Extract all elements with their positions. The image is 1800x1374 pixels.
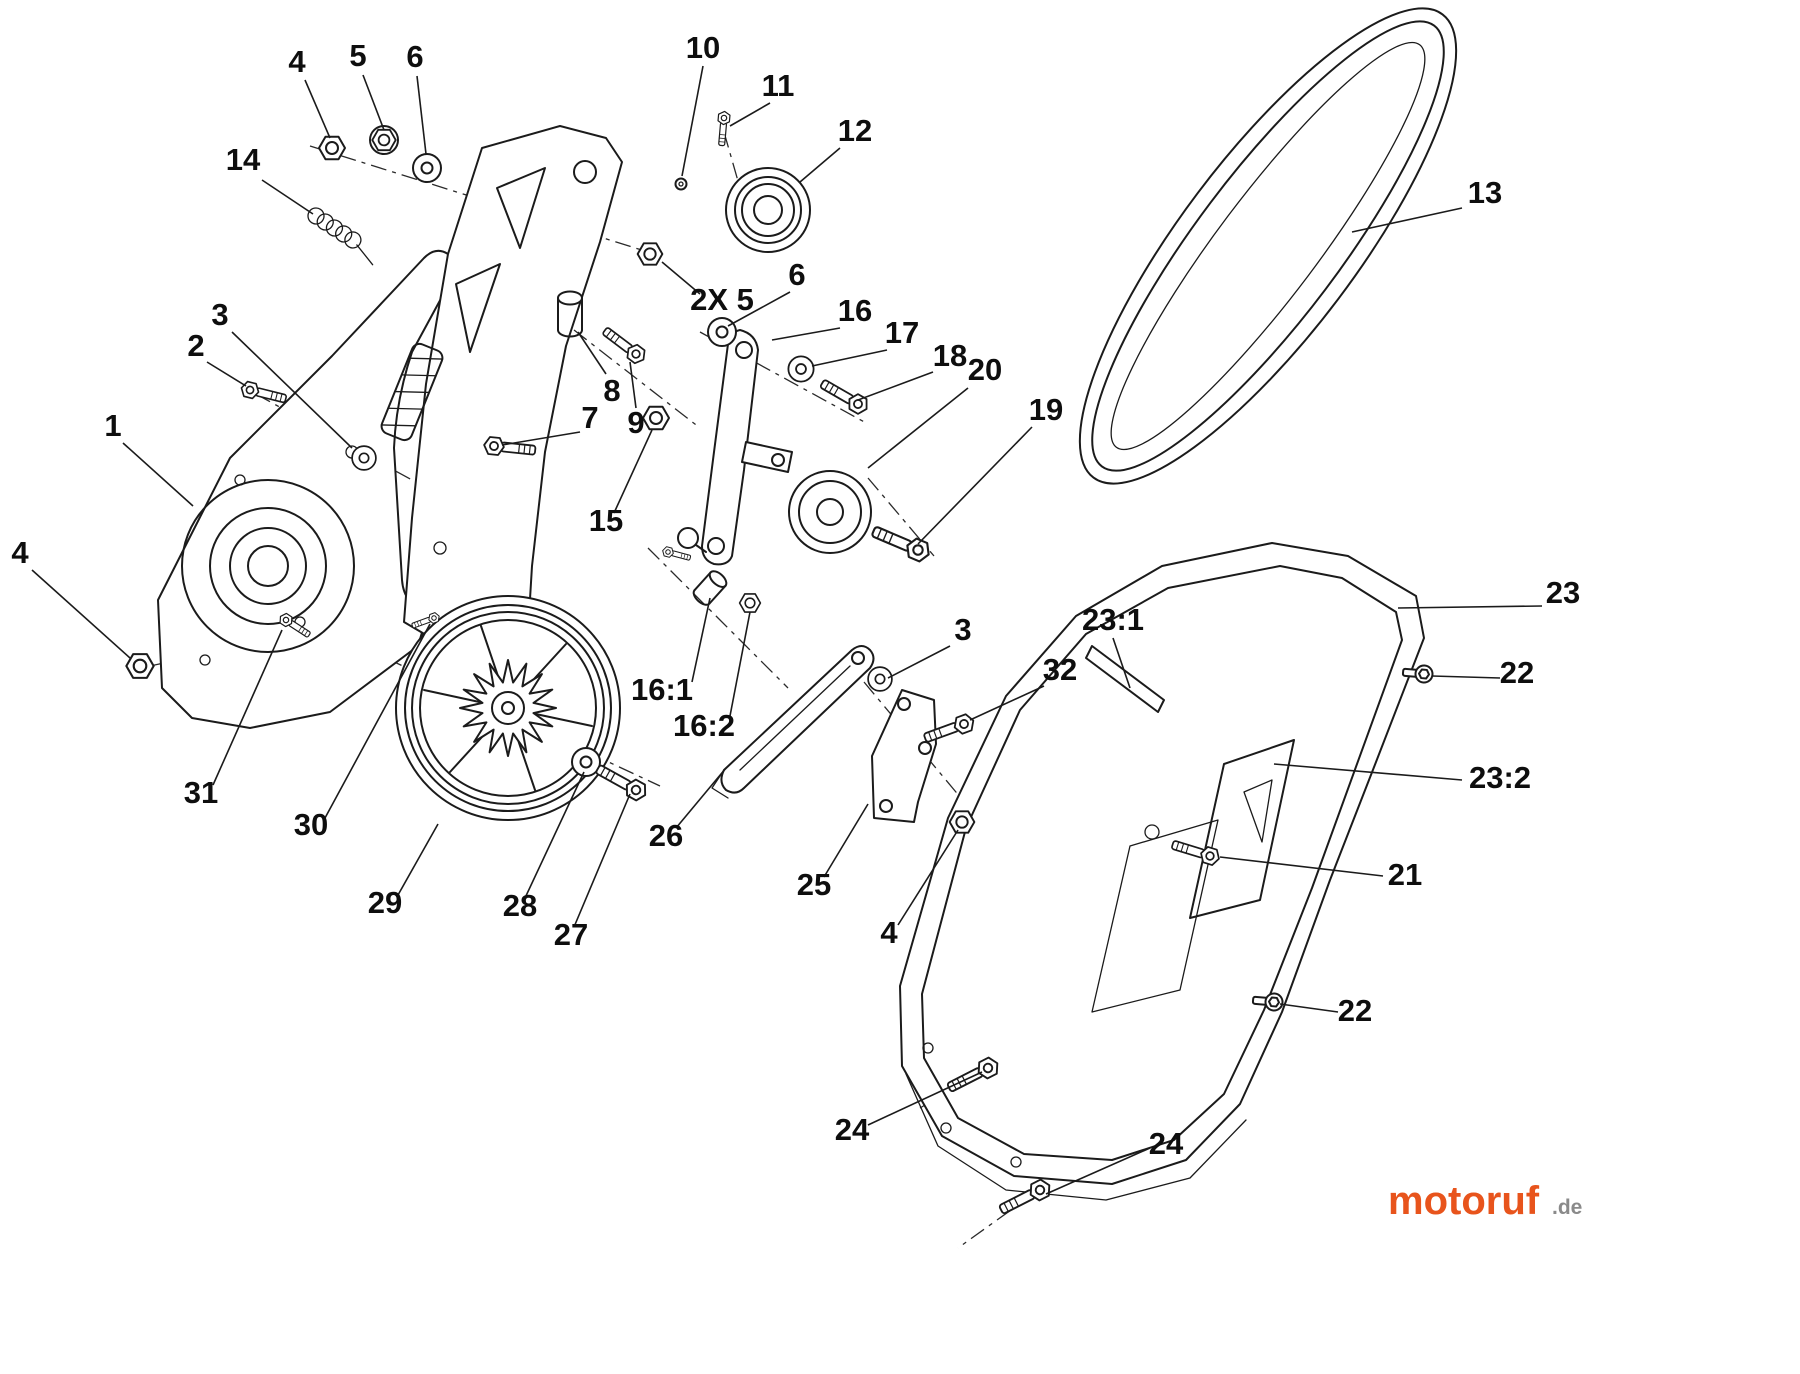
callout-label: 2: [187, 328, 204, 363]
left-housing-plate: [157, 249, 456, 729]
pulley-bolt: [715, 110, 731, 147]
drive-wheel: [395, 595, 621, 821]
callout-label: 19: [1029, 392, 1063, 427]
callout-label: 17: [885, 315, 919, 350]
right-cover: [899, 542, 1425, 1201]
engine-pulley: [725, 167, 811, 253]
frame-label-pad: [380, 342, 444, 442]
washer-17: [787, 355, 815, 383]
callout-label: 29: [368, 885, 402, 920]
callout-label: 16: [838, 293, 872, 328]
callout-label: 23: [1546, 575, 1580, 610]
washer-6-top: [412, 153, 442, 183]
callout-label: 13: [1468, 175, 1502, 210]
frame-bracket: [380, 125, 623, 643]
watermark-tld: .de: [1552, 1196, 1582, 1219]
callout-label: 24: [1149, 1126, 1184, 1161]
callout-label: 16:1: [631, 672, 693, 707]
spacer-16-1: [692, 570, 728, 606]
bolt-9: [599, 323, 650, 367]
callout-label: 28: [503, 888, 537, 923]
callout-label: 30: [294, 807, 328, 842]
callout-label: 14: [226, 142, 261, 177]
idler-arm-assembly: [677, 329, 872, 566]
mount-bracket: [871, 689, 937, 823]
callout-label: 5: [349, 38, 366, 73]
bolt-27: [592, 759, 651, 804]
callout-label: 15: [589, 503, 623, 538]
callout-label: 6: [788, 257, 805, 292]
callout-label: 32: [1043, 652, 1077, 687]
leader-lines: [31, 65, 1543, 1195]
callout-label: 31: [184, 775, 218, 810]
callout-label: 1: [104, 408, 121, 443]
nut-2x5: [636, 242, 664, 266]
callout-label: 26: [649, 818, 683, 853]
nut-4-top: [318, 135, 346, 161]
cover-lower-decal: [1091, 819, 1219, 1013]
callout-label: 22: [1338, 993, 1372, 1028]
cover-strip: [1085, 645, 1165, 713]
callout-label: 21: [1388, 857, 1422, 892]
callout-label: 10: [686, 30, 720, 65]
watermark: motoruf .de: [1388, 1179, 1582, 1223]
callout-label: 12: [838, 113, 872, 148]
callout-label: 23:2: [1469, 760, 1531, 795]
nut-4-mid: [948, 810, 976, 834]
callout-label: 8: [603, 373, 620, 408]
nut-16-2: [738, 593, 762, 613]
callout-label: 11: [762, 68, 795, 103]
callout-label: 3: [954, 612, 971, 647]
callout-label: 22: [1500, 655, 1534, 690]
callout-label: 27: [554, 917, 588, 952]
v-belt: [1078, 7, 1458, 485]
callout-label: 4: [288, 44, 306, 79]
callout-labels: 4 5 6 14 10 11 12 13 2X 5 6 16 17 18 20 …: [11, 30, 1580, 1161]
bolt-19: [868, 520, 934, 565]
bolt-24-lower: [996, 1176, 1055, 1219]
pulley-pin: [674, 177, 688, 191]
callout-label: 20: [968, 352, 1002, 387]
tension-link: [711, 645, 875, 799]
callout-label: 4: [11, 535, 29, 570]
nut-15: [642, 405, 670, 431]
callout-label: 2X 5: [690, 282, 754, 317]
fasteners: [125, 125, 1435, 1219]
washer-3-left: [351, 445, 377, 471]
washer-6-mid: [707, 317, 737, 347]
callout-label: 6: [406, 39, 423, 74]
callout-label: 18: [933, 338, 967, 373]
nut-4-left: [125, 653, 155, 679]
spring-14: [307, 207, 374, 266]
callout-label: 7: [581, 400, 598, 435]
washer-3-right: [867, 666, 893, 692]
spacer-8: [557, 290, 583, 338]
callout-label: 4: [880, 915, 898, 950]
bolt-2: [238, 379, 289, 408]
cover-decal: [1189, 739, 1295, 919]
callout-label: 23:1: [1082, 602, 1144, 637]
callout-label: 3: [211, 297, 228, 332]
callout-label: 16:2: [673, 708, 735, 743]
callout-label: 9: [627, 405, 644, 440]
bolt-18: [816, 374, 872, 418]
watermark-brand: motoruf: [1388, 1179, 1540, 1223]
callout-label: 24: [835, 1112, 870, 1147]
nut-5-top: [371, 128, 397, 152]
callout-label: 25: [797, 867, 831, 902]
